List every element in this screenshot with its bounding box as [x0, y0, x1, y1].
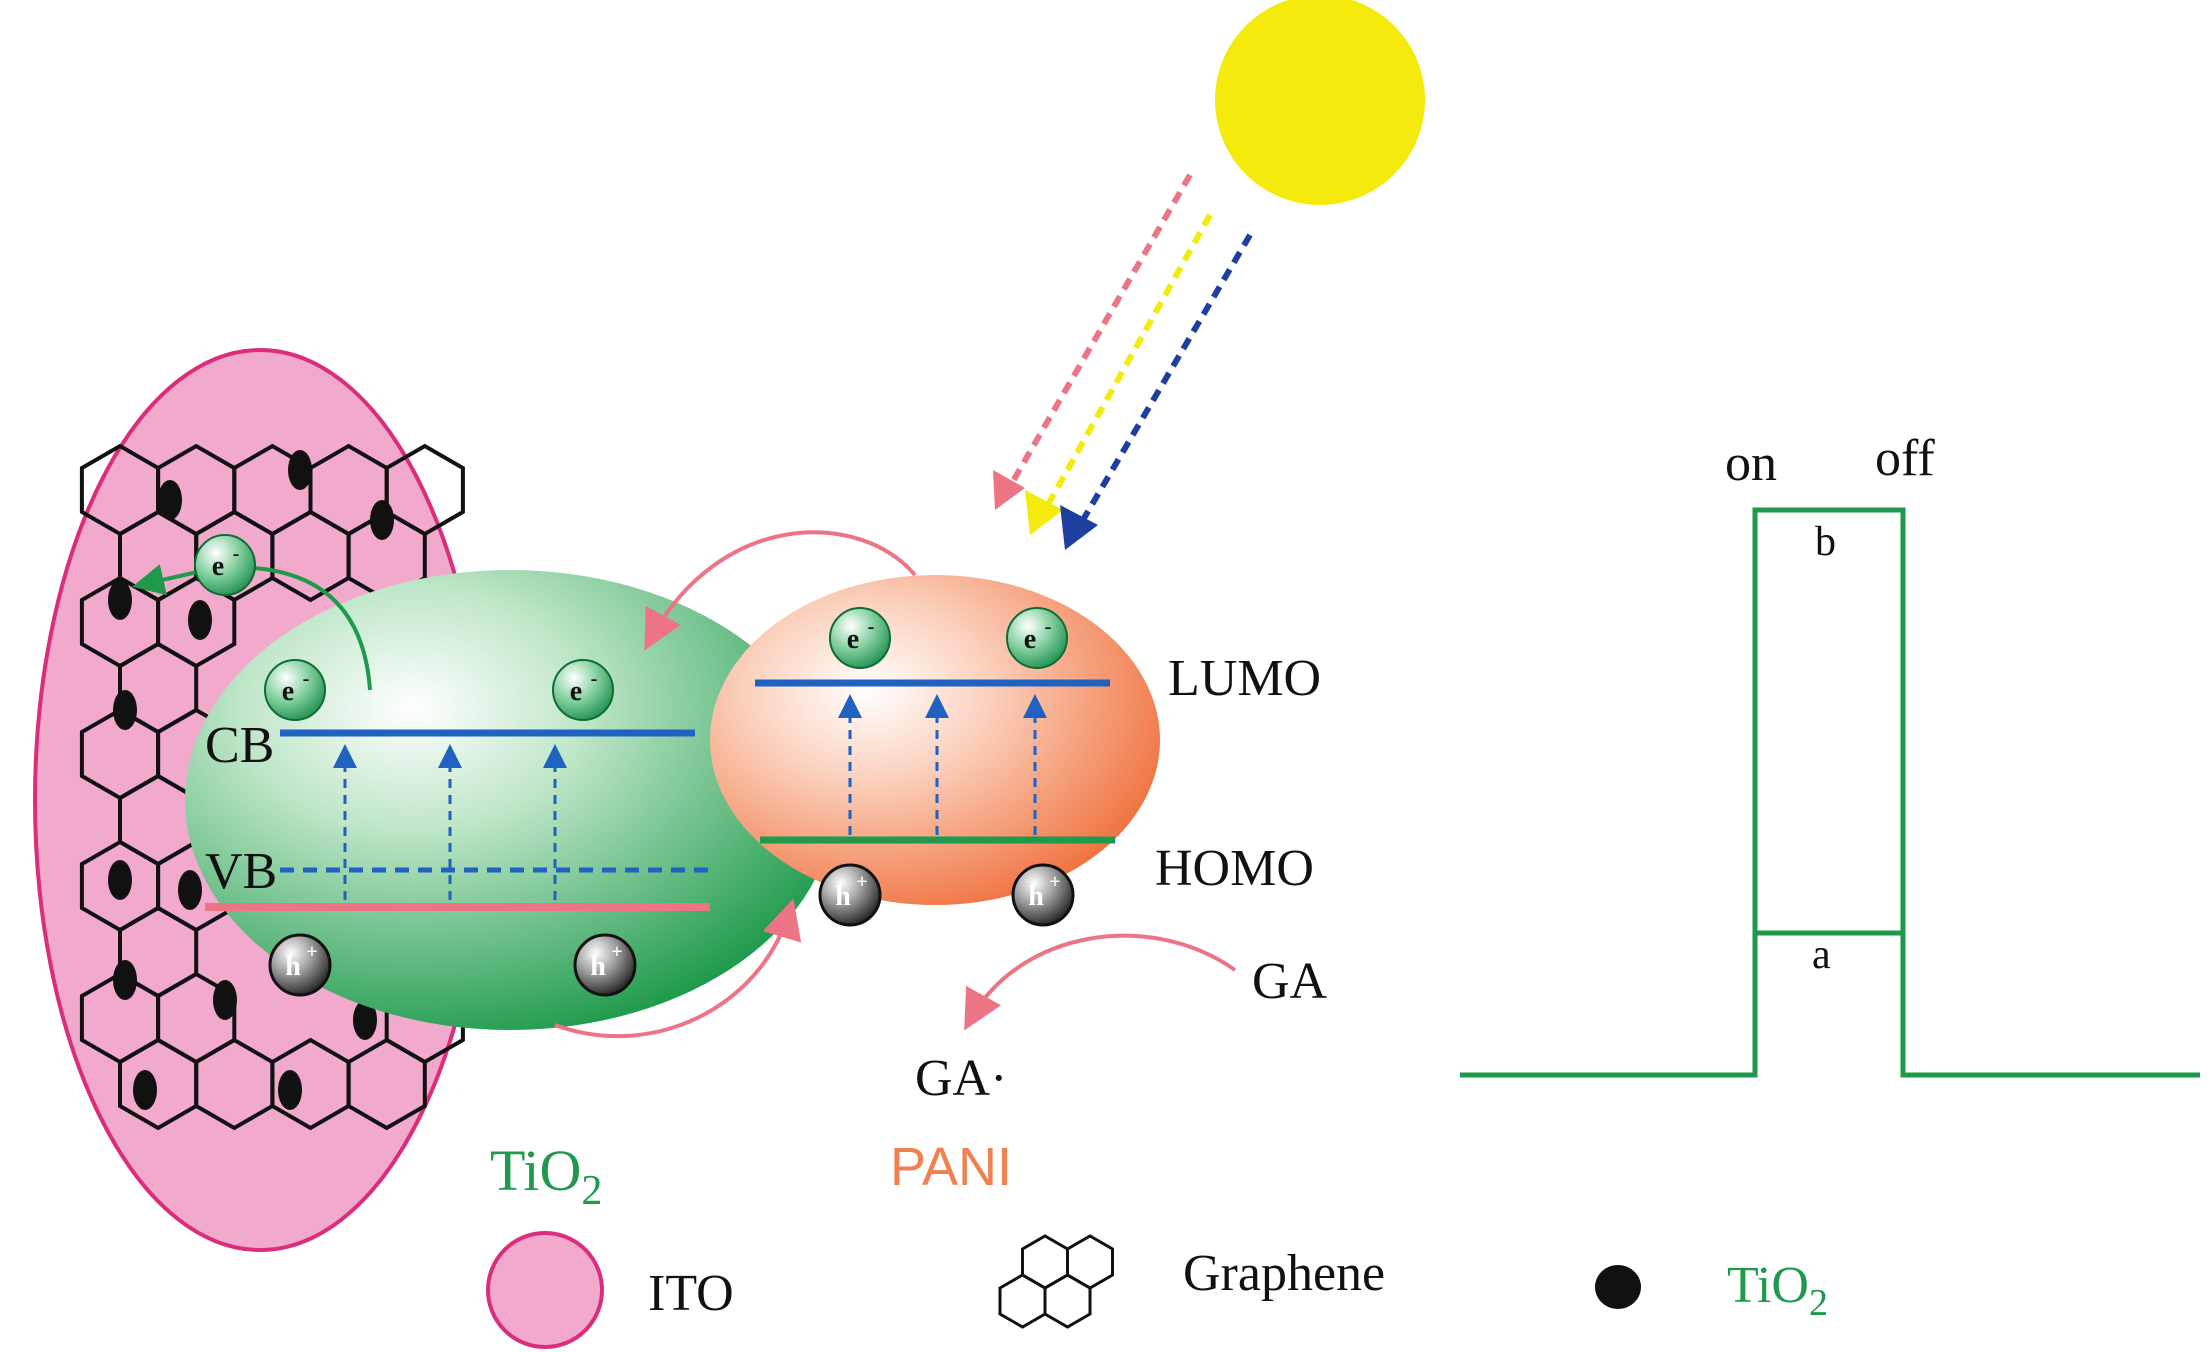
svg-text:e: e	[282, 676, 294, 707]
pink-circle-icon	[486, 1231, 604, 1349]
svg-text:+: +	[306, 941, 317, 963]
svg-text:-: -	[1045, 616, 1052, 638]
svg-text:+: +	[1049, 871, 1060, 893]
graphene-icon-ring	[1043, 1273, 1092, 1329]
electron: e -	[264, 659, 326, 721]
cb-label: CB	[205, 717, 274, 774]
pani-particle-label: PANI	[890, 1137, 1012, 1197]
vb-label: VB	[205, 843, 277, 900]
svg-text:-: -	[303, 668, 310, 690]
svg-text:+: +	[611, 941, 622, 963]
sun-icon	[1215, 0, 1425, 205]
light-ray-yellow-arrowhead	[1025, 490, 1063, 535]
legend: ITO Graphene TiO2	[486, 1231, 1828, 1349]
tio2-particle	[185, 570, 835, 1030]
hole: h +	[818, 863, 882, 927]
legend-tio2-label: TiO2	[1727, 1257, 1828, 1324]
svg-text:h: h	[285, 951, 301, 982]
svg-text:e: e	[847, 624, 859, 655]
legend-graphene-label: Graphene	[1183, 1245, 1385, 1302]
tio2-particle-label: TiO2	[490, 1138, 602, 1214]
svg-text:TiO2: TiO2	[490, 1138, 602, 1214]
ga-product-label: GA·	[915, 1050, 1007, 1107]
hole-transfer-curve	[554, 898, 802, 1039]
ga-oxidation-curve	[964, 933, 1237, 1031]
svg-text:-: -	[233, 543, 240, 565]
light-ray-blue	[1077, 233, 1253, 527]
svg-text:h: h	[1028, 881, 1044, 912]
hole: h +	[1011, 863, 1075, 927]
legend-ito-label: ITO	[648, 1265, 734, 1322]
electron: e -	[1006, 607, 1068, 669]
off-label: off	[1875, 430, 1935, 487]
svg-text:h: h	[835, 881, 851, 912]
black-dot-icon	[1595, 1265, 1641, 1309]
svg-text:-: -	[868, 616, 875, 638]
light-ray-red-arrowhead	[993, 470, 1025, 510]
svg-text:e: e	[1024, 624, 1036, 655]
svg-text:+: +	[856, 871, 867, 893]
graphene-ring	[346, 1037, 427, 1131]
tio2-excitation-arrows	[333, 744, 567, 900]
svg-text:e: e	[212, 551, 224, 582]
pani-particle	[710, 575, 1160, 905]
svg-text:-: -	[591, 668, 598, 690]
light-ray-blue-arrowhead	[1060, 505, 1098, 550]
pani-excitation-arrows	[838, 694, 1047, 835]
svg-text:h: h	[590, 951, 606, 982]
svg-text:e: e	[570, 676, 582, 707]
hole: h +	[573, 933, 637, 997]
hole: h +	[268, 933, 332, 997]
lumo-label: LUMO	[1168, 650, 1321, 707]
electron: e -	[194, 534, 256, 596]
homo-label: HOMO	[1155, 840, 1314, 897]
graphene-icon	[998, 1234, 1114, 1329]
electron-transfer-curve	[644, 530, 917, 651]
electron: e -	[552, 659, 614, 721]
light-ray-yellow	[1042, 213, 1213, 512]
ga-reactant-label: GA	[1252, 953, 1328, 1010]
electron: e -	[829, 607, 891, 669]
tio2-dots-on-graphene	[108, 450, 394, 1110]
on-label: on	[1725, 435, 1777, 492]
light-ray-red	[1002, 173, 1193, 497]
graphene-icon-ring	[998, 1273, 1047, 1329]
curve-b-label: b	[1815, 519, 1836, 565]
photocurrent-response-plot: on off b a	[1460, 430, 2200, 1078]
curve-a-label: a	[1812, 932, 1831, 978]
response-curve-b	[1460, 507, 2200, 1078]
